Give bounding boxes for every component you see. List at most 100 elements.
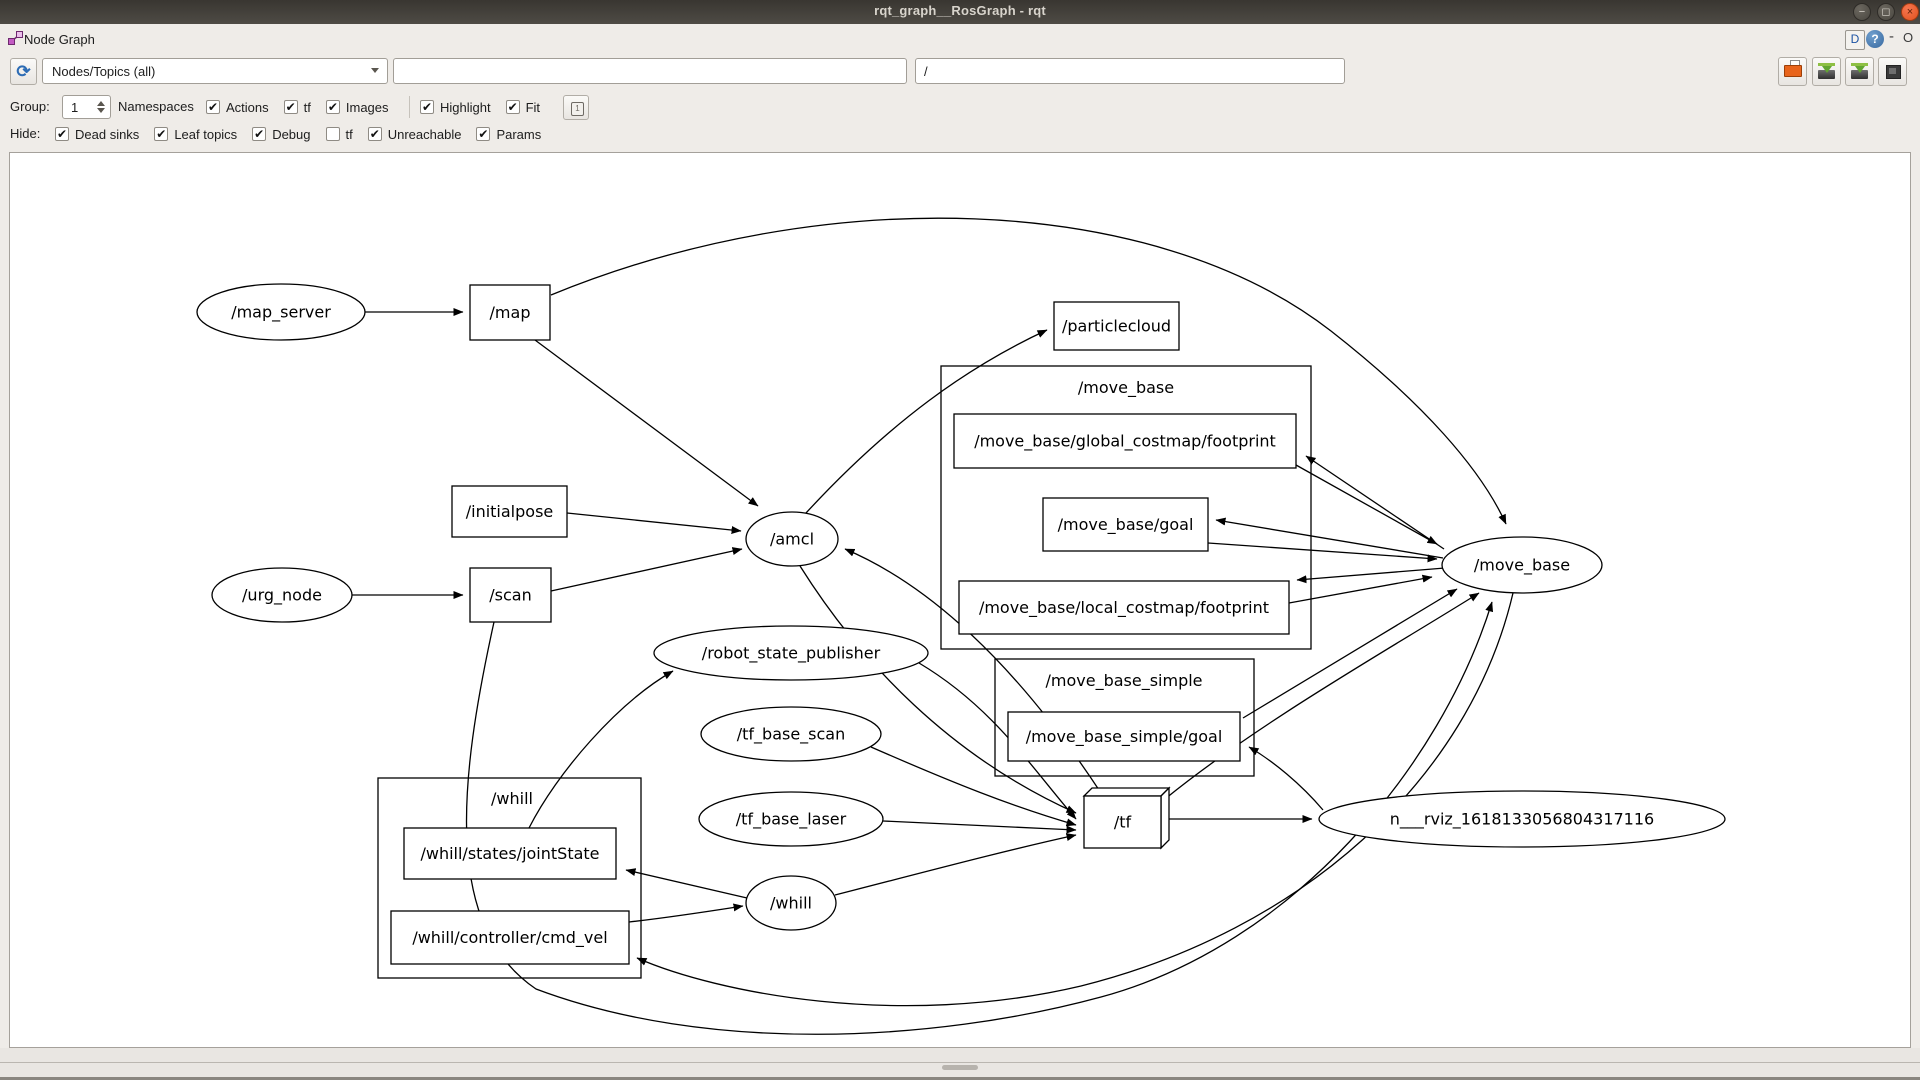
checkbox-label: tf (345, 126, 353, 142)
save-image-button[interactable] (1845, 57, 1874, 86)
open-file-button[interactable] (1778, 57, 1807, 86)
checkbox-label: Unreachable (387, 126, 462, 142)
checkbox-box[interactable]: ✔ (367, 127, 382, 141)
help-icon[interactable]: ? (1866, 30, 1884, 48)
checkbox-dead-sinks[interactable]: ✔ Dead sinks (55, 127, 139, 142)
checkbox-label: Debug (272, 126, 311, 142)
options-row: Group: 1 Namespaces ✔Actions✔tf✔Images ✔… (0, 94, 1920, 120)
checkbox-params[interactable]: ✔Params (476, 127, 541, 142)
close-button[interactable]: × (1901, 3, 1919, 21)
edge-move_base-to-cmd_vel (636, 592, 1514, 1007)
chevron-down-icon (371, 68, 379, 73)
node-label-tf_base_scan: /tf_base_scan (737, 725, 846, 745)
view-checkbox-group-b: ✔Highlight✔Fit (420, 94, 555, 120)
checkbox-images[interactable]: ✔Images (325, 100, 389, 115)
checkbox-box[interactable]: ✔ (283, 100, 298, 114)
checkbox-box[interactable]: ✔ (420, 100, 434, 114)
edge-cmd_vel-to-whill (628, 903, 744, 923)
cluster-label-move_base_simple_ns: /move_base_simple (1045, 671, 1202, 691)
group-spinner[interactable]: 1 (62, 95, 111, 119)
refresh-icon: ⟳ (16, 62, 31, 81)
checkbox-actions[interactable]: ✔Actions (206, 100, 269, 115)
save-icon (1818, 63, 1835, 79)
node-label-move_base: /move_base (1474, 556, 1570, 576)
edge-move_base-to-global_footprint (1305, 455, 1445, 550)
splitter-handle[interactable] (942, 1065, 978, 1070)
view-mode-value: Nodes/Topics (all) (52, 64, 156, 79)
node-move_base (1441, 536, 1603, 594)
checkbox-debug[interactable]: ✔ Debug (252, 126, 311, 142)
node-robot_state_publisher (653, 625, 929, 681)
checkbox-fit[interactable]: ✔ Fit (505, 99, 541, 115)
spinner-arrows-icon[interactable] (97, 99, 106, 115)
topic-label-global_footprint: /move_base/global_costmap/footprint (974, 432, 1276, 452)
refresh-button[interactable]: ⟳ (10, 58, 37, 85)
cluster-label-move_base_ns: /move_base (1078, 378, 1174, 398)
checkbox-label: Fit (525, 99, 541, 115)
edge-move_base-to-local_footprint (1296, 567, 1446, 584)
panel-title: Node Graph (24, 32, 95, 47)
dock-d-button[interactable]: D (1845, 30, 1865, 50)
view-mode-select[interactable]: Nodes/Topics (all) (42, 58, 388, 84)
checkbox-box[interactable]: ✔ (206, 100, 220, 114)
bottom-strip (0, 1048, 1920, 1080)
node-label-whill: /whill (770, 894, 812, 913)
save-dot-button[interactable] (1812, 57, 1841, 86)
checkbox-box[interactable]: ✔ (252, 127, 267, 141)
edge-amcl-to-particlecloud (805, 329, 1048, 514)
topic-jointState (403, 827, 617, 880)
checkbox-tf[interactable]: ✔ tf (283, 99, 311, 115)
dock-float-icon[interactable]: O (1903, 30, 1914, 45)
window-titlebar: rqt_graph__RosGraph - rqt − ◻ × (0, 0, 1920, 24)
topic-label-goal: /move_base/goal (1058, 515, 1194, 535)
node-tf_base_laser (698, 791, 884, 847)
checkbox-box[interactable] (325, 127, 340, 141)
checkbox-box[interactable]: ✔ (476, 127, 491, 141)
edge-rviz-to-simple_goal (1248, 746, 1324, 811)
topic-goal (1042, 497, 1209, 552)
graph-canvas[interactable]: /move_base/move_base_simple/whill/map/in… (9, 152, 1911, 1048)
checkbox-label: tf (303, 99, 311, 115)
edge-goal-to-move_base (1207, 542, 1438, 563)
checkbox-box[interactable]: ✔ (505, 100, 520, 114)
edge-tf-to-move_base (1164, 592, 1480, 800)
topic-global_footprint (953, 413, 1297, 469)
window-title: rqt_graph__RosGraph - rqt (874, 3, 1046, 18)
node-whill (745, 875, 837, 931)
checkbox-tf[interactable]: tf (325, 126, 353, 142)
node-label-map_server: /map_server (231, 303, 331, 323)
toolbar-separator (409, 96, 410, 118)
group-label: Group: (10, 99, 50, 114)
maximize-button[interactable]: ◻ (1877, 3, 1895, 21)
topic-label-map: /map (490, 303, 531, 322)
dock-minimize-icon[interactable]: - (1889, 28, 1894, 45)
checkbox-label: Dead sinks (75, 126, 140, 142)
node-graph-icon (8, 31, 23, 45)
window-bottom-edge (0, 1077, 1920, 1080)
checkbox-unreachable[interactable]: ✔ Unreachable (367, 126, 462, 142)
topic-simple_goal (1007, 711, 1241, 762)
checkbox-highlight[interactable]: ✔Highlight (420, 100, 491, 115)
fit-in-view-button[interactable]: 1 (563, 95, 589, 120)
minimize-button[interactable]: − (1853, 3, 1871, 21)
node-amcl (745, 511, 839, 567)
topic-filter-input[interactable] (915, 58, 1345, 84)
topic-label-local_footprint: /move_base/local_costmap/footprint (979, 598, 1269, 618)
hide-label: Hide: (10, 126, 41, 141)
node-label-tf_base_laser: /tf_base_laser (736, 810, 847, 830)
topic-label-particlecloud: /particlecloud (1062, 317, 1171, 336)
checkbox-leaf-topics[interactable]: ✔Leaf topics (154, 127, 237, 142)
topic-particlecloud (1053, 301, 1180, 351)
checkbox-box[interactable]: ✔ (325, 100, 340, 114)
edge-tf_base_scan-to-tf (870, 746, 1077, 827)
bottom-divider (0, 1062, 1920, 1063)
checkbox-box[interactable]: ✔ (154, 127, 169, 141)
view-checkbox-group: ✔Actions✔tf✔Images (206, 94, 404, 120)
node-filter-input[interactable] (393, 58, 907, 84)
screenshot-icon (1886, 65, 1901, 79)
edge-move_base-to-goal (1215, 517, 1444, 559)
checkbox-box[interactable]: ✔ (55, 127, 69, 141)
screenshot-button[interactable] (1878, 57, 1907, 86)
